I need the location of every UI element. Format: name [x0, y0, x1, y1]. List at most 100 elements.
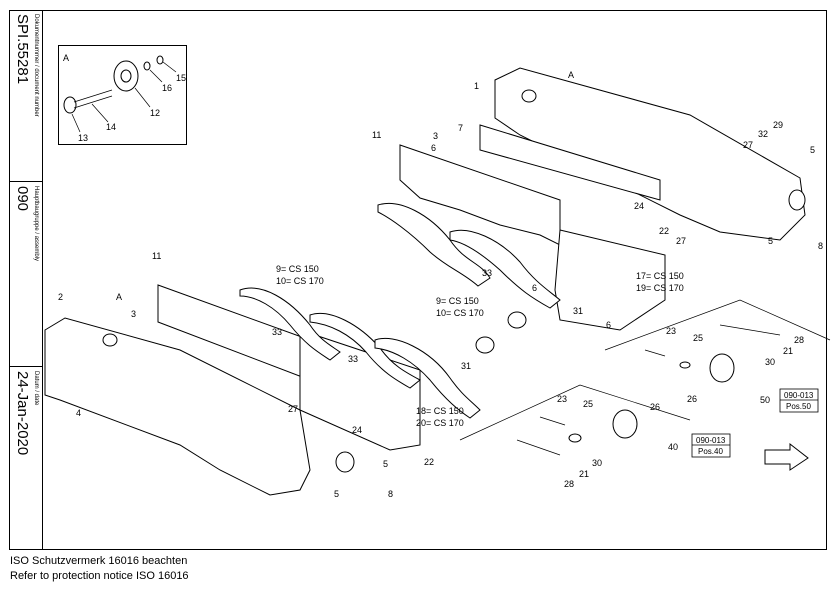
- note-9-top: 9= CS 150: [276, 264, 319, 274]
- spring-23-top: [644, 349, 666, 357]
- callout-25-bottom: 25: [583, 399, 593, 409]
- bolt-shaft-lower: [73, 95, 113, 109]
- callout-13: 13: [78, 133, 88, 143]
- leader-14: [91, 103, 109, 123]
- rod-21-top: [719, 324, 781, 336]
- callout-2: 2: [58, 292, 63, 302]
- bracket-33-bottom-a: [239, 287, 341, 361]
- lower-frame-assembly: [44, 284, 495, 496]
- callout-12: 12: [150, 108, 160, 118]
- callout-33-bottom-b: 33: [348, 354, 358, 364]
- bolt-shaft: [73, 89, 113, 103]
- bracket-33-bottom-c: [374, 338, 481, 419]
- callout-22-bottom: 22: [424, 457, 434, 467]
- direction-arrow: [764, 442, 809, 471]
- bracket-33-top-b: [449, 229, 561, 309]
- callout-15: 15: [176, 73, 186, 83]
- ref-box-pos50-frame: [779, 388, 819, 413]
- callout-4: 4: [76, 408, 81, 418]
- note-17: 17= CS 150: [636, 271, 684, 281]
- hinge-part-bottom: [335, 451, 355, 473]
- note-19: 19= CS 170: [636, 283, 684, 293]
- callout-50: 50: [760, 395, 770, 405]
- ref-box-pos40-frame: [691, 433, 731, 458]
- callout-16: 16: [162, 83, 172, 93]
- callout-40: 40: [668, 442, 678, 452]
- ref-pos40-doc: 090-013: [696, 436, 726, 445]
- callout-31-top: 31: [573, 306, 583, 316]
- pulley-40: [612, 409, 638, 439]
- callout-7: 7: [458, 123, 463, 133]
- section-line-bottom: [459, 384, 691, 441]
- callout-1: 1: [474, 81, 479, 91]
- callout-32: 32: [758, 129, 768, 139]
- callout-24-bottom: 24: [352, 425, 362, 435]
- callout-5-bottom-left: 5: [334, 489, 339, 499]
- callout-29: 29: [773, 120, 783, 130]
- doc-number-cell: Dokumentnummer / document number SPI.552…: [9, 10, 43, 182]
- callout-6-mid: 6: [532, 283, 537, 293]
- callout-27-mid: 27: [676, 236, 686, 246]
- callout-8-bottom: 8: [388, 489, 393, 499]
- sleeve-25-top: [679, 361, 691, 369]
- rod-21-bottom: [516, 439, 561, 456]
- callout-labels: 1 A 7 3 6 11 29 32 27 5 5 8 24 27 22 33 …: [58, 70, 823, 499]
- pulley-hub: [120, 69, 132, 83]
- callout-5-top-right: 5: [810, 145, 815, 155]
- callout-21-bottom: 21: [579, 469, 589, 479]
- callout-25-top: 25: [693, 333, 703, 343]
- callout-33-bottom-a: 33: [272, 327, 282, 337]
- callout-30-top: 30: [765, 357, 775, 367]
- sleeve-25-bottom: [568, 433, 582, 443]
- callout-3-bottom: 3: [131, 309, 136, 319]
- nut: [156, 55, 164, 65]
- washer: [143, 61, 151, 71]
- callout-A-bottom: A: [116, 292, 122, 302]
- bracket-33-top: [377, 203, 491, 287]
- leader-15: [162, 61, 177, 73]
- callout-27-bottom: 27: [288, 404, 298, 414]
- callout-28-bottom: 28: [564, 479, 574, 489]
- pulley-50: [709, 353, 735, 383]
- bracket-33-bottom-b: [309, 313, 421, 389]
- callout-27-top: 27: [743, 140, 753, 150]
- note-18: 18= CS 150: [416, 406, 464, 416]
- callout-33-top: 33: [482, 268, 492, 278]
- panel-11-top: [399, 144, 561, 246]
- callout-30-bottom: 30: [592, 458, 602, 468]
- panel-22-top: [554, 229, 666, 331]
- detail-a-parts: A 13 14 12 16 15: [63, 53, 186, 143]
- title-block: Dokumentnummer / document number SPI.552…: [9, 10, 43, 550]
- detail-a-inset: [58, 45, 187, 145]
- callout-23-bottom: 23: [557, 394, 567, 404]
- ref-pos40-pos: Pos.40: [698, 447, 723, 456]
- note-10-top: 10= CS 170: [276, 276, 324, 286]
- variant-notes: 9= CS 150 10= CS 170 9= CS 150 10= CS 17…: [276, 264, 684, 428]
- callout-A-top: A: [568, 70, 574, 80]
- footer-line-1: ISO Schutzvermerk 16016 beachten: [10, 555, 188, 567]
- leader-12: [134, 87, 151, 108]
- side-frame-right: [494, 67, 806, 241]
- idler-top: [507, 311, 527, 329]
- note-10-mid: 10= CS 170: [436, 308, 484, 318]
- callout-31-bottom: 31: [461, 361, 471, 371]
- callout-6-top: 6: [431, 143, 436, 153]
- assembly-cell: Hauptbaugruppe / assembly 090: [9, 182, 43, 367]
- callout-26-top: 26: [687, 394, 697, 404]
- leader-13: [71, 113, 81, 133]
- note-20: 20= CS 170: [416, 418, 464, 428]
- hinge-part-top: [788, 189, 806, 211]
- ref-pos50-pos: Pos.50: [786, 402, 811, 411]
- ref-box-pos50: 090-013 Pos.50: [779, 388, 819, 413]
- callout-8-top: 8: [818, 241, 823, 251]
- callout-11-top: 11: [372, 130, 381, 140]
- callout-22-top: 22: [659, 226, 669, 236]
- callout-23-top: 23: [666, 326, 676, 336]
- section-line-top: [604, 299, 831, 351]
- inset-label: A: [63, 53, 69, 63]
- callout-3-top: 3: [433, 131, 438, 141]
- callout-28-top: 28: [794, 335, 804, 345]
- ref-box-pos40: 090-013 Pos.40: [691, 433, 731, 458]
- upper-frame-assembly: [377, 67, 806, 331]
